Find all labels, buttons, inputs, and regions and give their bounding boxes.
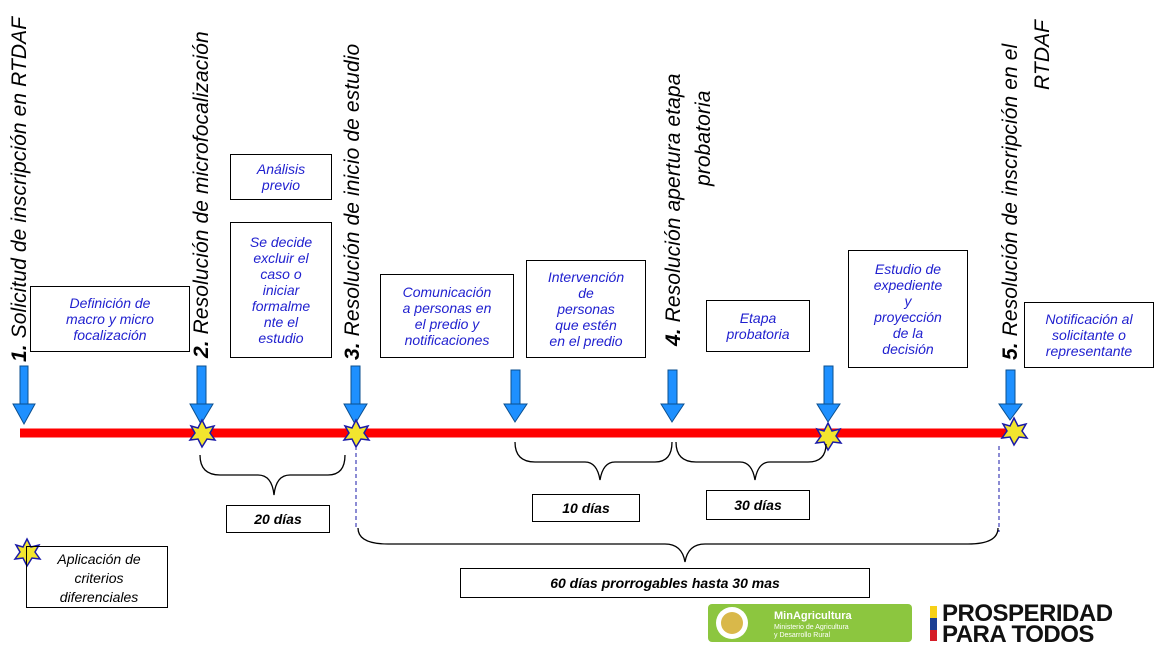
box-analisis-previo: Análisis previo xyxy=(230,154,332,200)
box-intervencion: Intervención de personas que estén en el… xyxy=(526,260,646,358)
arrow-estudio xyxy=(816,365,841,423)
duration-60-dias: 60 días prorrogables hasta 30 mas xyxy=(460,568,870,598)
arrow-4 xyxy=(660,369,685,423)
arrow-2 xyxy=(189,365,214,426)
arrow-5 xyxy=(998,369,1023,421)
legend-box xyxy=(26,546,168,608)
duration-20-dias: 20 días xyxy=(226,505,330,533)
legend-text: Aplicación de criterios diferenciales xyxy=(57,551,141,605)
brace-10-dias xyxy=(514,441,673,481)
minagricultura-subtitle: Ministerio de Agricultura y Desarrollo R… xyxy=(774,624,849,639)
box-etapa-probatoria: Etapa probatoria xyxy=(706,300,810,352)
milestone-4-label: Resolución apertura etapa xyxy=(662,73,685,323)
arrow-3 xyxy=(343,365,368,426)
milestone-3-number: 3. xyxy=(341,342,364,360)
milestone-2-title: 2. Resolución de microfocalización xyxy=(190,31,214,358)
milestone-4-number: 4. xyxy=(662,328,685,346)
minagricultura-name: MinAgricultura xyxy=(774,610,852,622)
box-notificacion: Notificación al solicitante o representa… xyxy=(1024,302,1154,368)
milestone-3-label: Resolución de inicio de estudio xyxy=(341,43,364,337)
box-definicion: Definición de macro y micro focalización xyxy=(30,286,190,352)
brace-30-dias xyxy=(675,441,827,481)
legend-star-icon xyxy=(13,537,42,568)
duration-10-dias: 10 días xyxy=(532,494,640,522)
minagricultura-logo: MinAgricultura Ministerio de Agricultura… xyxy=(708,604,912,642)
brace-20-dias xyxy=(199,454,346,496)
star-icon xyxy=(342,418,371,449)
brace-60-dias xyxy=(357,527,999,563)
milestone-2-number: 2. xyxy=(190,340,213,358)
box-estudio: Estudio de expediente y proyección de la… xyxy=(848,250,968,368)
prosperidad-line1: PROSPERIDAD xyxy=(942,600,1113,627)
milestone-5-label: Resolución de inscripción en el xyxy=(999,43,1022,337)
star-icon xyxy=(814,421,843,452)
duration-30-dias: 30 días xyxy=(706,490,810,520)
box-comunicacion: Comunicación a personas en el predio y n… xyxy=(380,274,514,358)
milestone-3-title: 3. Resolución de inicio de estudio xyxy=(341,44,365,360)
arrow-1 xyxy=(12,365,36,426)
milestone-5-number: 5. xyxy=(999,342,1022,360)
milestone-1-title: 1. Solicitud de inscripción en RTDAF xyxy=(8,17,32,362)
milestone-2-label: Resolución de microfocalización xyxy=(190,31,213,335)
prosperidad-line2: PARA TODOS xyxy=(942,621,1094,648)
box-se-decide: Se decide excluir el caso o iniciar form… xyxy=(230,222,332,358)
star-icon xyxy=(188,418,217,449)
milestone-1-number: 1. xyxy=(8,344,31,362)
arrow-comunicacion xyxy=(503,369,528,423)
star-icon xyxy=(1000,416,1029,447)
milestone-1-label: Solicitud de inscripción en RTDAF xyxy=(8,16,31,339)
